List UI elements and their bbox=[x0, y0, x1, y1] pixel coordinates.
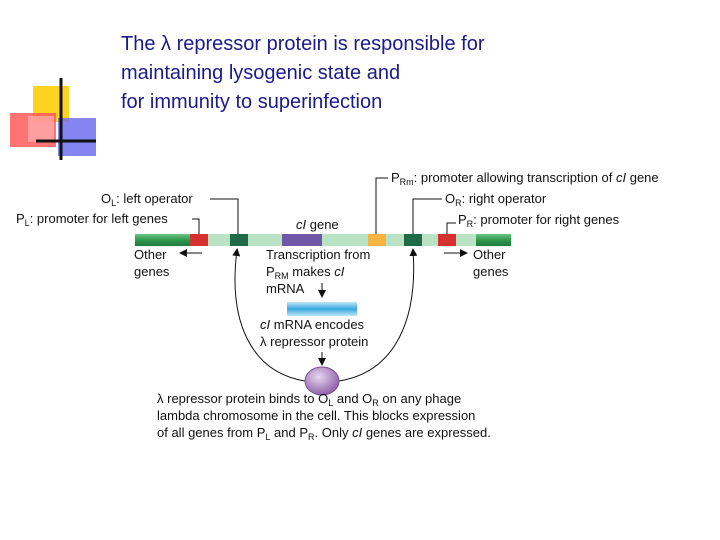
pr-leader-line bbox=[446, 222, 456, 234]
or-leader-line bbox=[412, 198, 442, 234]
other-genes-right-line-1: Other bbox=[473, 247, 506, 262]
dna-light-segment-1 bbox=[208, 234, 230, 246]
ol-leader-line bbox=[210, 198, 239, 234]
other-genes-left-line-2: genes bbox=[134, 264, 170, 279]
dna-light-segment-4 bbox=[386, 234, 404, 246]
ol-label: OL: left operator bbox=[101, 191, 193, 208]
slide-title-line-3: for immunity to superinfection bbox=[121, 91, 383, 113]
decorative-corner-graphic bbox=[10, 78, 96, 160]
mrna-encodes-line-1: cI mRNA encodes bbox=[260, 317, 365, 332]
ci-gene-label: cI gene bbox=[296, 217, 339, 232]
other-genes-left-line-1: Other bbox=[134, 247, 167, 262]
pl-promoter-region bbox=[190, 234, 208, 246]
pl-label: PL: promoter for left genes bbox=[16, 211, 168, 228]
dna-light-segment-2 bbox=[248, 234, 282, 246]
slide-title-line-2: maintaining lysogenic state and bbox=[121, 62, 401, 84]
pr-label: PR: promoter for right genes bbox=[458, 212, 620, 229]
dna-light-segment-5 bbox=[422, 234, 438, 246]
decor-blue-square bbox=[58, 118, 96, 156]
or-label: OR: right operator bbox=[445, 191, 547, 208]
ol-operator-region bbox=[230, 234, 248, 246]
prm-label: PRm: promoter allowing transcription of … bbox=[391, 170, 659, 187]
ci-mrna-bar bbox=[287, 302, 357, 316]
binds-line-1: λ repressor protein binds to OL and OR o… bbox=[157, 391, 461, 408]
feedback-curve-to-ol bbox=[232, 248, 306, 382]
other-genes-right-line-2: genes bbox=[473, 264, 509, 279]
mrna-encodes-line-2: λ repressor protein bbox=[260, 334, 368, 349]
transcription-line-3: mRNA bbox=[266, 281, 305, 296]
transcription-line-1: Transcription from bbox=[266, 247, 370, 262]
ci-gene-region bbox=[282, 234, 322, 246]
binds-line-2: lambda chromosome in the cell. This bloc… bbox=[157, 408, 475, 423]
pr-promoter-region bbox=[438, 234, 456, 246]
decor-red-glow bbox=[28, 116, 54, 142]
prm-leader-line bbox=[375, 177, 388, 234]
feedback-curve-to-or bbox=[338, 248, 418, 382]
dna-light-segment-3 bbox=[322, 234, 368, 246]
pl-leader-line bbox=[192, 218, 200, 234]
binds-line-3: of all genes from PL and PR. Only cI gen… bbox=[157, 425, 491, 442]
slide-title-line-1: The λ repressor protein is responsible f… bbox=[121, 33, 485, 55]
prm-promoter-region bbox=[368, 234, 386, 246]
dna-light-segment-6 bbox=[456, 234, 476, 246]
or-operator-region bbox=[404, 234, 422, 246]
lambda-repressor-protein bbox=[304, 366, 340, 396]
transcription-line-2: PRM makes cI bbox=[266, 264, 345, 281]
